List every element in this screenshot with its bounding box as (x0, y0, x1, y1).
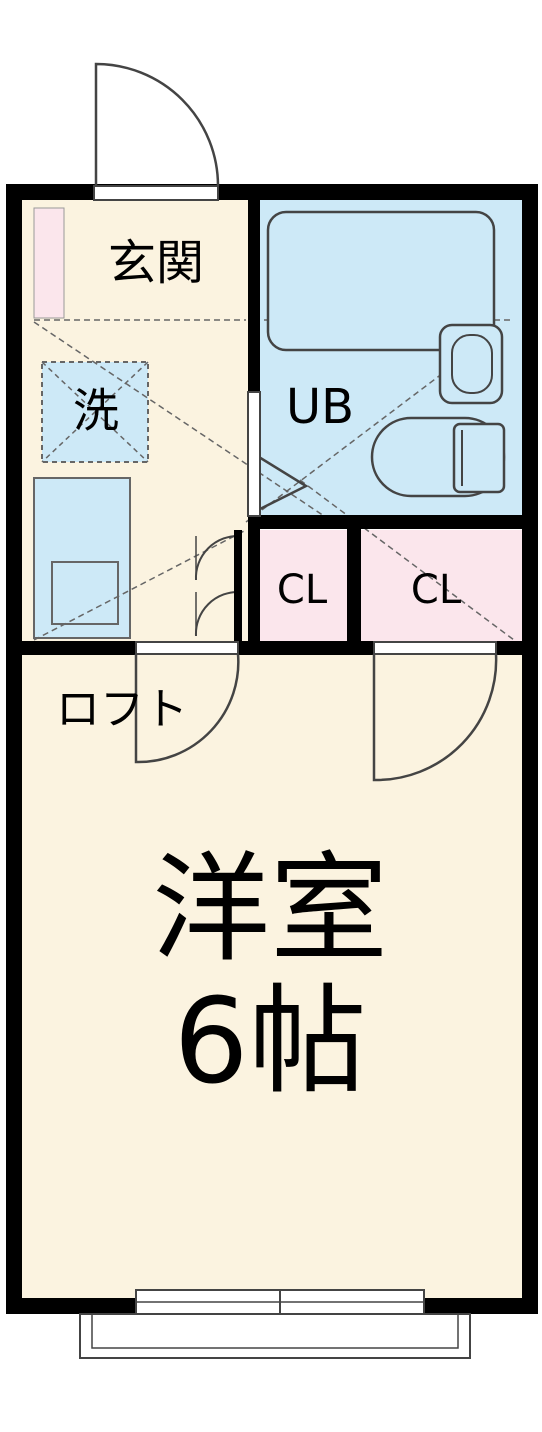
main-room-door-swing-right (372, 653, 498, 782)
main-room-size: 6帖 (173, 972, 366, 1110)
kitchen-sink (51, 561, 119, 625)
balcony (79, 1313, 471, 1359)
washbasin (438, 323, 504, 405)
closet-left-floor (254, 530, 350, 648)
main-room-door-swing-left (134, 653, 240, 764)
entrance-label: 玄関 (108, 235, 204, 291)
bathroom-label: UB (286, 379, 354, 435)
bathtub (266, 210, 496, 352)
shoe-cabinet (33, 207, 65, 319)
closet-right-floor (360, 530, 522, 648)
main-room-name: 洋室 (152, 840, 388, 978)
main-room-floor (22, 648, 522, 1298)
closet-left-label: CL (277, 567, 328, 613)
washer-label: 洗 (73, 384, 119, 438)
bathroom-folding-door (253, 452, 309, 514)
entrance-door-swing (94, 62, 220, 187)
loft-label: ロフト (56, 684, 188, 735)
closet-right-label: CL (411, 567, 462, 613)
